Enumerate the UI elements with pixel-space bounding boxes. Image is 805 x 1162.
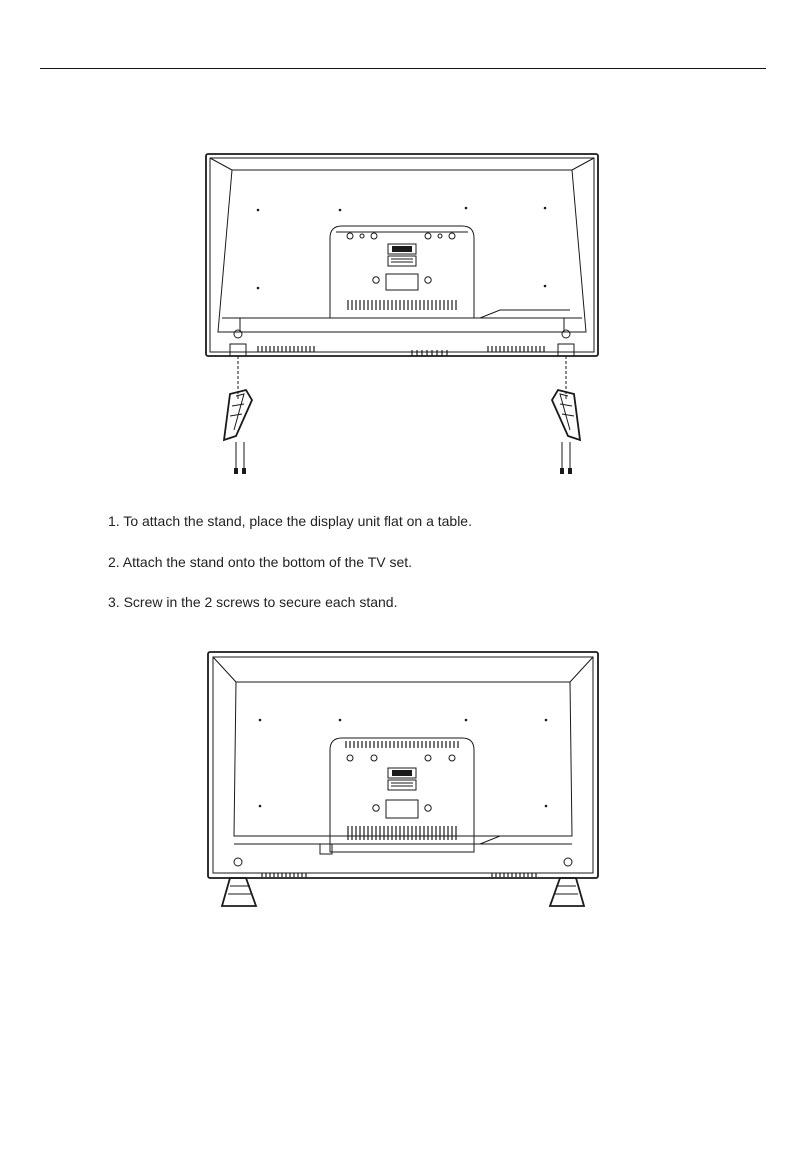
- instruction-step-1: 1. To attach the stand, place the displa…: [108, 512, 472, 530]
- tv-back-attached-svg: [200, 648, 605, 910]
- instruction-step-3: 3. Screw in the 2 screws to secure each …: [108, 593, 397, 611]
- instruction-step-2: 2. Attach the stand onto the bottom of t…: [108, 553, 412, 571]
- tv-back-attached-stands-icon: [200, 648, 605, 910]
- tv-back-detached-stands-icon: [200, 150, 605, 480]
- header-rule: [40, 68, 766, 69]
- tv-back-detached-svg: [200, 150, 605, 480]
